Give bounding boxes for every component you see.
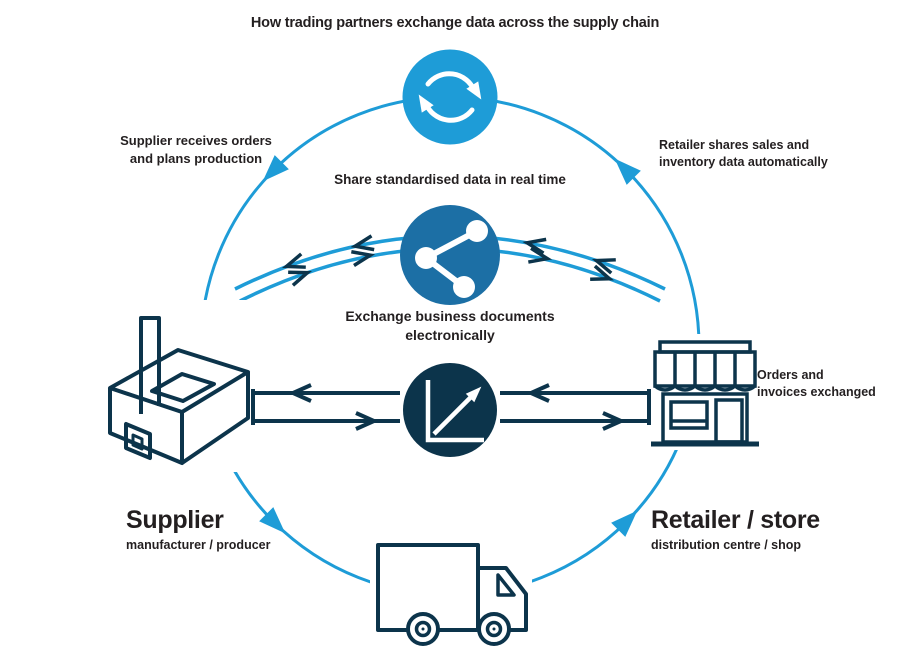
arc-chevron-right-icon bbox=[590, 264, 614, 281]
arc-chevron-right-icon bbox=[351, 250, 376, 267]
arc-chevron-left-icon bbox=[522, 237, 547, 255]
supplier-subtitle: manufacturer / producer bbox=[126, 537, 271, 552]
cycle-arrow-top-left-icon bbox=[262, 155, 289, 182]
arc-chevron-left-icon bbox=[350, 234, 375, 252]
supplier-label: Supplier manufacturer / producer bbox=[126, 506, 326, 552]
share-icon bbox=[400, 205, 500, 305]
arrowhead-right-icon bbox=[355, 411, 379, 431]
diagram-title: How trading partners exchange data acros… bbox=[250, 15, 660, 31]
exchange-note-line1: Exchange business documents bbox=[345, 308, 555, 324]
retailer-flow-note-line1: Retailer shares sales and bbox=[659, 138, 810, 152]
growth-chart-icon bbox=[403, 363, 497, 457]
cycle-flow-arrows bbox=[259, 155, 641, 537]
horizontal-exchange-arrows bbox=[251, 383, 651, 431]
sync-icon bbox=[402, 49, 498, 145]
arc-chevron-left-icon bbox=[281, 252, 306, 269]
cycle-arrow-bottom-left-icon bbox=[259, 507, 286, 534]
orders-note: Orders and invoices exchanged bbox=[757, 367, 900, 402]
arc-chevron-right-icon bbox=[288, 270, 312, 287]
delivery-truck-icon bbox=[376, 543, 528, 646]
arc-chevron-right-icon bbox=[528, 246, 553, 264]
retailer-title: Retailer / store bbox=[651, 506, 820, 534]
storefront-icon bbox=[651, 340, 759, 447]
supplier-flow-note-line1: Supplier receives orders bbox=[120, 133, 272, 148]
orders-note-line2: invoices exchanged bbox=[757, 385, 876, 400]
cycle-arrow-bottom-right-icon bbox=[611, 510, 638, 537]
retailer-flow-note-line2: inventory data automatically bbox=[659, 155, 828, 170]
supplier-flow-note-line2: and plans production bbox=[129, 150, 263, 166]
arc-chevrons bbox=[281, 234, 616, 287]
factory-icon bbox=[108, 316, 250, 465]
retailer-flow-note: Retailer shares sales and inventory data… bbox=[659, 137, 894, 172]
supplier-flow-note: Supplier receives orders and plans produ… bbox=[103, 132, 289, 168]
arrowhead-right-icon bbox=[602, 411, 626, 431]
supplier-title: Supplier bbox=[126, 506, 224, 534]
exchange-note-line2: electronically bbox=[405, 327, 495, 344]
arrowhead-left-icon bbox=[288, 383, 312, 403]
cycle-arrow-top-right-icon bbox=[614, 158, 641, 185]
retailer-subtitle: distribution centre / shop bbox=[651, 537, 802, 552]
arrowhead-left-icon bbox=[526, 383, 550, 403]
exchange-note: Exchange business documents electronical… bbox=[315, 307, 585, 346]
retailer-label: Retailer / store distribution centre / s… bbox=[651, 506, 881, 552]
arc-chevron-left-icon bbox=[591, 258, 616, 275]
share-arc-note: Share standardised data in real time bbox=[334, 172, 566, 187]
orders-note-line1: Orders and bbox=[757, 368, 824, 382]
